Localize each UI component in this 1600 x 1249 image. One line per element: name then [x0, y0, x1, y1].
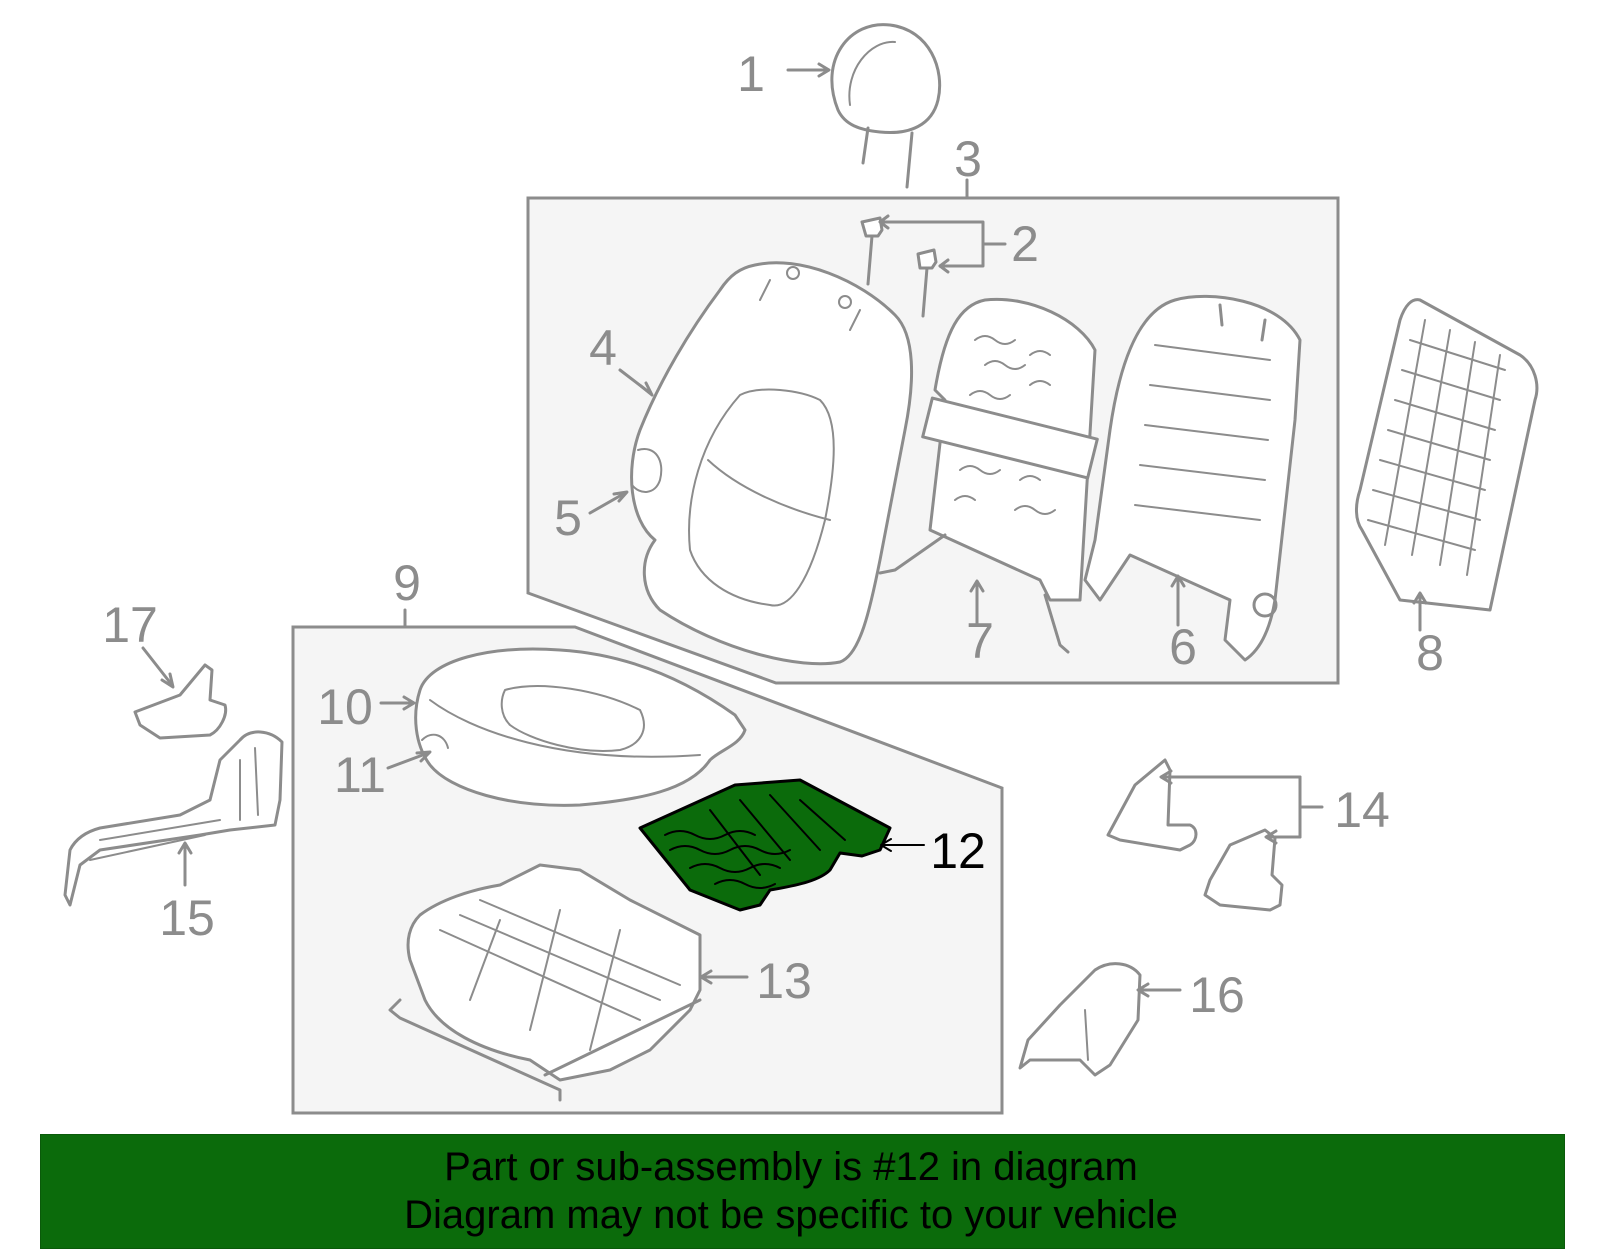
callout-15: 15	[159, 890, 215, 946]
callout-14: 14	[1334, 782, 1390, 838]
callout-12: 12	[930, 823, 986, 879]
callout-13: 13	[756, 953, 812, 1009]
part-6-seatback-frame	[1083, 294, 1302, 662]
callout-7: 7	[966, 613, 994, 669]
part-15-side-shield	[63, 730, 284, 907]
callout-6: 6	[1169, 619, 1197, 675]
part-8-back-panel	[1355, 298, 1539, 612]
leader-lines	[141, 62, 1428, 998]
callout-3: 3	[954, 131, 982, 187]
part-7-seatback-pad	[878, 297, 1099, 654]
footer-banner: Part or sub-assembly is #12 in diagram D…	[40, 1134, 1565, 1249]
callout-9: 9	[393, 555, 421, 611]
part-10-cushion-cover	[414, 647, 747, 807]
callout-1: 1	[737, 46, 765, 102]
callout-11: 11	[334, 747, 386, 803]
part-13-cushion-frame	[388, 863, 702, 1102]
footer-line-disclaimer: Diagram may not be specific to your vehi…	[404, 1193, 1178, 1237]
footer-line-part-info: Part or sub-assembly is #12 in diagram	[444, 1145, 1138, 1189]
part-17-bracket	[133, 663, 228, 740]
part-4-seatback-cover	[630, 261, 914, 666]
callout-8: 8	[1416, 625, 1444, 681]
callout-16: 16	[1189, 967, 1245, 1023]
callout-5: 5	[554, 490, 582, 546]
part-2-guides	[860, 216, 938, 318]
callout-2: 2	[1011, 216, 1039, 272]
callout-4: 4	[589, 320, 617, 376]
callout-10: 10	[317, 679, 373, 735]
callout-17: 17	[102, 597, 158, 653]
part-16-cover	[1018, 962, 1142, 1077]
part-14-brackets	[1106, 758, 1284, 912]
part-1-headrest	[830, 23, 942, 189]
